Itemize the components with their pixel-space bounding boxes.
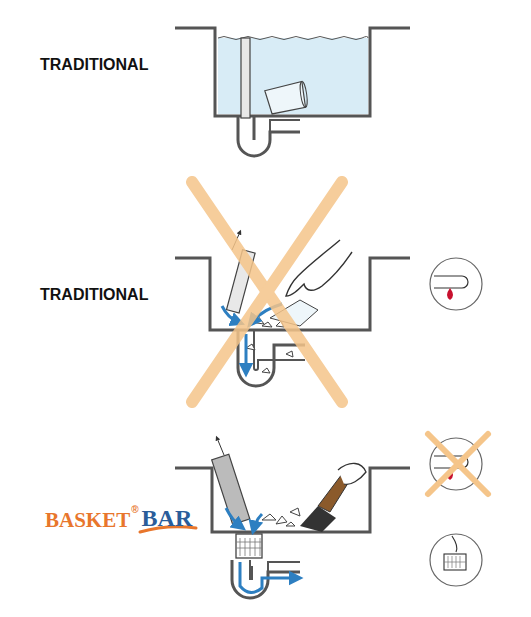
registered-mark: ® bbox=[131, 504, 138, 515]
traditional-sink-open bbox=[175, 182, 482, 402]
section-label: TRADITIONAL bbox=[40, 56, 148, 74]
brand-logo-part: BAR bbox=[142, 505, 193, 532]
section-label: TRADITIONAL bbox=[40, 286, 148, 304]
brand-logo-part: BASKET bbox=[45, 508, 130, 533]
basketbar-sink bbox=[140, 434, 488, 598]
traditional-sink-full bbox=[175, 28, 410, 156]
